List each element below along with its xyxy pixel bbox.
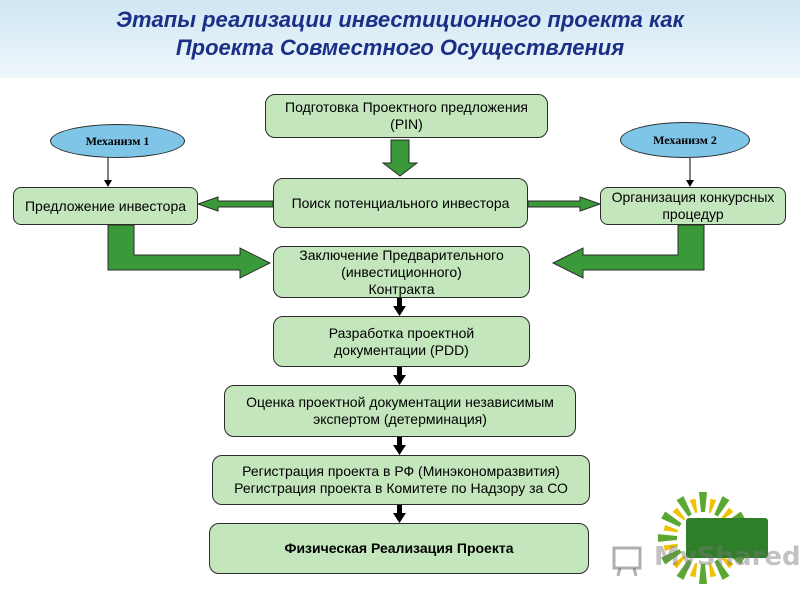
tenders-label: Организация конкурсных процедур [611,189,775,222]
tenders-box: Организация конкурсных процедур [600,187,786,225]
arrow-pdd-to-determination-head [393,375,406,385]
search-investor-box: Поиск потенциального инвестора [273,178,528,228]
investor-offer-label: Предложение инвестора [24,197,187,214]
energy-carbon-fund-logo [657,488,768,588]
title-line-1: Этапы реализации инвестиционного проекта… [116,7,684,32]
mechanism-1-label: Механизм 1 [85,133,150,148]
arrow-pdd-to-determination-shaft [397,367,402,376]
determination-label: Оценка проектной документации независимы… [246,394,554,427]
title-band [0,0,800,78]
contract-box: Заключение Предварительного (инвестицион… [273,246,530,298]
watermark: MyShared [610,540,800,580]
connector-mechanism-1-head [104,180,112,187]
pdd-box: Разработка проектной документации (PDD) [273,316,530,367]
arrow-to-investor-offer [196,196,274,212]
registration-label: Регистрация проекта в РФ (Минэкономразви… [234,463,568,496]
mechanism-2-label: Механизм 2 [653,132,717,147]
determination-box: Оценка проектной документации независимы… [224,385,576,437]
arrow-determination-to-registration-shaft [397,437,402,446]
search-investor-label: Поиск потенциального инвестора [291,194,510,211]
pdd-label: Разработка проектной документации (PDD) [328,324,475,358]
arrow-contract-to-pdd-head [393,306,406,316]
arrow-determination-to-registration-head [393,445,406,455]
logo-sunburst-icon [657,492,768,584]
arrow-to-tenders [527,196,602,212]
title-line-2: Проекта Совместного Осуществления [175,35,625,60]
watermark-chart-icon [612,546,642,577]
contract-label: Заключение Предварительного (инвестицион… [299,246,504,297]
pin-box: Подготовка Проектного предложения (PIN) [265,94,548,138]
registration-box: Регистрация проекта в РФ (Минэкономразви… [212,455,590,505]
arrow-registration-to-implementation-shaft [397,505,402,514]
arrow-investor-to-contract [107,224,272,279]
connector-mechanism-2-head [686,180,694,187]
implementation-label: Физическая Реализация Проекта [284,540,514,556]
arrow-contract-to-pdd-shaft [397,298,402,307]
page-title: Этапы реализации инвестиционного проекта… [0,6,800,62]
investor-offer-box: Предложение инвестора [13,187,198,225]
mechanism-2-ellipse: Механизм 2 [620,122,750,158]
pin-label: Подготовка Проектного предложения (PIN) [285,99,528,132]
arrow-tenders-to-contract [551,224,705,279]
arrow-registration-to-implementation-head [393,513,406,523]
mechanism-1-ellipse: Механизм 1 [50,124,185,158]
implementation-box: Физическая Реализация Проекта [209,523,589,574]
watermark-text: MyShared [654,542,800,572]
arrow-pin-to-search [381,139,419,177]
